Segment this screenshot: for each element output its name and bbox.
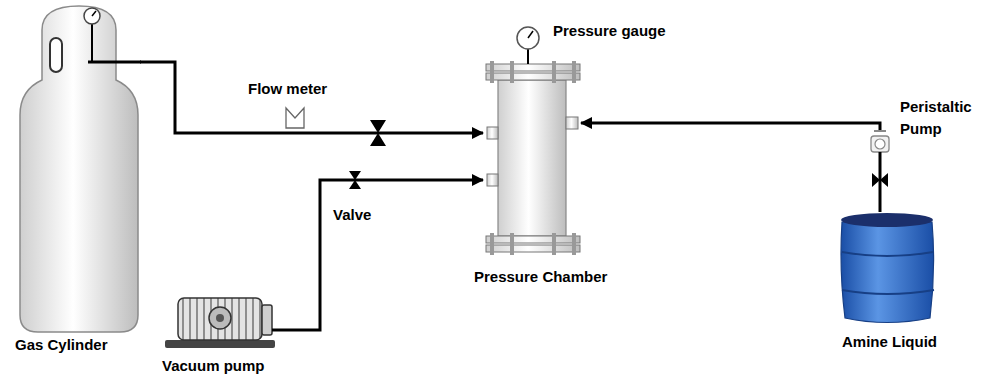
component-label: Pressure Chamber <box>474 268 607 286</box>
gas-cylinder-drawing-part <box>84 8 100 24</box>
pressure-chamber-drawing-part <box>510 233 514 255</box>
amine-drum-drawing-part <box>841 222 934 323</box>
pressure-chamber-drawing-part <box>552 61 556 83</box>
pressure-chamber-drawing-part <box>487 127 498 139</box>
amine-drum-drawing <box>841 213 934 323</box>
amine-liquid-drum: Amine Liquid <box>835 212 940 322</box>
component-label: Amine Liquid <box>842 333 937 351</box>
gas-cylinder: Gas Cylinder <box>20 4 140 332</box>
vacuum-pump-drawing-part <box>216 314 224 322</box>
pressure-chamber-drawing-part <box>498 80 566 236</box>
pressure-chamber-drawing-part <box>486 73 580 80</box>
valve-symbol-part <box>370 120 386 146</box>
pressure-chamber-drawing-part <box>528 31 533 38</box>
vacuum-pump-drawing-part <box>165 340 275 348</box>
pressure-chamber-drawing-part <box>490 233 494 255</box>
peristaltic-pump-drawing-part <box>875 139 885 149</box>
gas-cylinder-drawing-part <box>91 24 93 62</box>
pressure-chamber-drawing <box>486 27 580 255</box>
pressure-chamber-drawing-part <box>486 236 580 243</box>
vacuum-pump: Vacuum pump <box>160 290 279 348</box>
pressure-chamber-drawing-part <box>486 64 580 71</box>
peristaltic-pump: Peristaltic Pump <box>866 130 896 162</box>
pressure-chamber-drawing-part <box>552 233 556 255</box>
amine-drum-drawing-part <box>841 213 933 227</box>
peristaltic-pump-drawing <box>871 131 889 162</box>
component-label: Peristaltic Pump <box>900 96 976 140</box>
valve-symbol <box>872 173 888 187</box>
pressure-chamber-drawing-part <box>572 61 576 83</box>
pipe-connector <box>140 62 483 133</box>
peristaltic-pump-drawing-part <box>879 152 882 162</box>
pressure-chamber-drawing-part <box>566 117 578 129</box>
valve-symbol <box>349 171 361 189</box>
valve-symbol-part <box>872 173 888 187</box>
pressure-chamber-drawing-part <box>572 233 576 255</box>
component-label: Vacuum pump <box>162 357 265 375</box>
gas-cylinder-drawing <box>20 6 141 332</box>
vacuum-pump-drawing-part <box>178 298 262 340</box>
vacuum-pump-drawing-part <box>272 329 279 332</box>
amine-drum-drawing-part <box>842 290 934 294</box>
vacuum-pump-drawing-part <box>262 305 272 335</box>
gas-cylinder-drawing-part <box>50 38 62 72</box>
pressure-chamber-drawing-part <box>510 61 514 83</box>
valve-symbol-part <box>349 171 361 189</box>
peristaltic-pump-drawing-part <box>874 130 886 132</box>
amine-drum-drawing-part <box>842 252 933 256</box>
pressure-chamber-drawing-part <box>517 27 539 49</box>
gas-cylinder-drawing-part <box>88 61 141 64</box>
pressure-chamber: Pressure Chamber <box>483 64 581 252</box>
vacuum-pump-drawing-part <box>209 307 231 329</box>
flow-meter-symbol <box>286 108 304 128</box>
component-label: Gas Cylinder <box>15 336 108 354</box>
pipe-connector <box>879 162 882 212</box>
gas-cylinder-drawing-part <box>20 6 138 332</box>
pipe-connector <box>279 180 483 330</box>
peristaltic-pump-drawing-part <box>871 136 889 152</box>
valve-label: Valve <box>333 206 371 224</box>
gas-cylinder-drawing-part <box>92 11 96 16</box>
pressure-chamber-drawing-part <box>527 49 529 64</box>
flow-meter-symbol-part <box>286 108 304 128</box>
pressure-chamber-drawing-part <box>487 174 498 186</box>
pressure-chamber-drawing-part <box>486 245 580 252</box>
gauge-label: Pressure gauge <box>553 22 666 40</box>
pressure-chamber-drawing-part <box>490 61 494 83</box>
flow-meter-label: Flow meter <box>248 80 327 98</box>
pipe-connector <box>581 123 880 130</box>
valve-symbol <box>370 120 386 146</box>
vacuum-pump-drawing <box>165 298 279 348</box>
